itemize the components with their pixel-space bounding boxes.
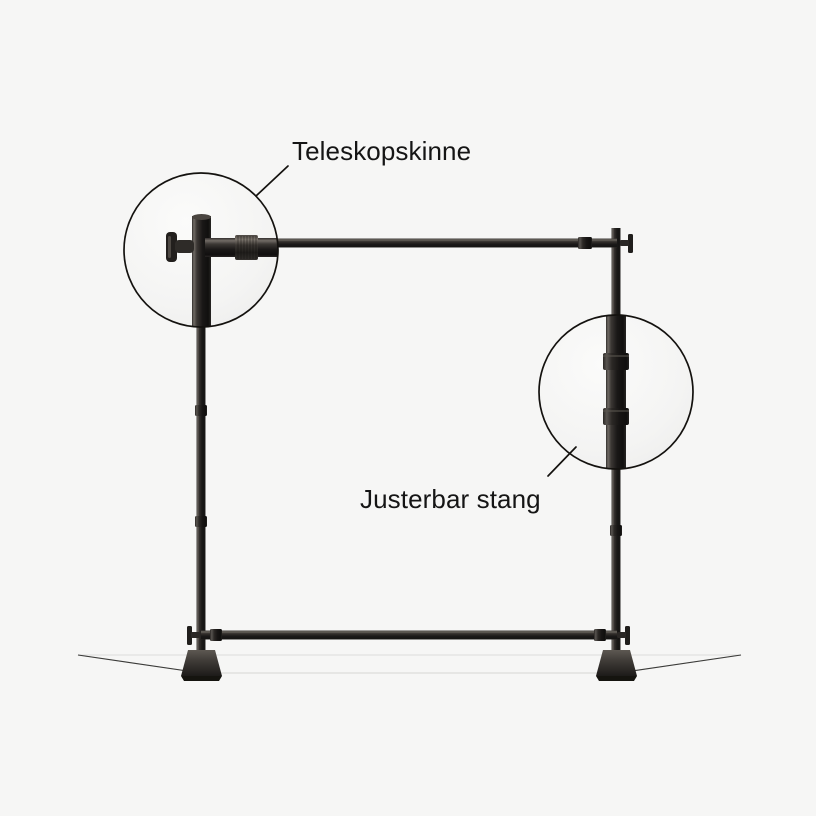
callout-label-teleskopskinne: Teleskopskinne	[292, 136, 472, 166]
callout-justerbar-stang	[538, 314, 694, 477]
left-post-collar-upper	[195, 405, 207, 416]
left-post-collar-lower	[195, 516, 207, 527]
foot-left	[181, 650, 222, 681]
bottom-rail-collar-right	[594, 629, 606, 641]
bottom-right-knob	[617, 626, 630, 645]
top-right-knob	[620, 234, 633, 253]
top-rail	[201, 238, 617, 248]
leader-line-justerbar	[547, 446, 577, 477]
leader-line-teleskopskinne	[255, 165, 289, 197]
right-post-collar-lower	[610, 525, 622, 536]
lens-ring-left	[123, 172, 279, 328]
callout-teleskopskinne	[123, 165, 289, 328]
callout-label-justerbar-stang: Justerbar stang	[360, 484, 541, 514]
magnified-adjustable-post	[606, 315, 626, 469]
magnified-post	[192, 216, 211, 327]
magnified-collar-upper	[603, 353, 629, 370]
left-post	[196, 214, 206, 666]
lens-ring-right	[538, 314, 694, 470]
floor-outline	[77, 654, 742, 674]
bottom-rail	[201, 630, 617, 640]
magnified-knob	[166, 232, 194, 262]
top-rail-telescope-collar	[578, 237, 592, 249]
magnified-collar-lower	[603, 408, 629, 425]
magnified-telescope-sleeve	[235, 235, 258, 260]
bottom-rail-collar-left	[210, 629, 222, 641]
bottom-left-knob	[187, 626, 200, 645]
foot-right	[596, 650, 637, 681]
